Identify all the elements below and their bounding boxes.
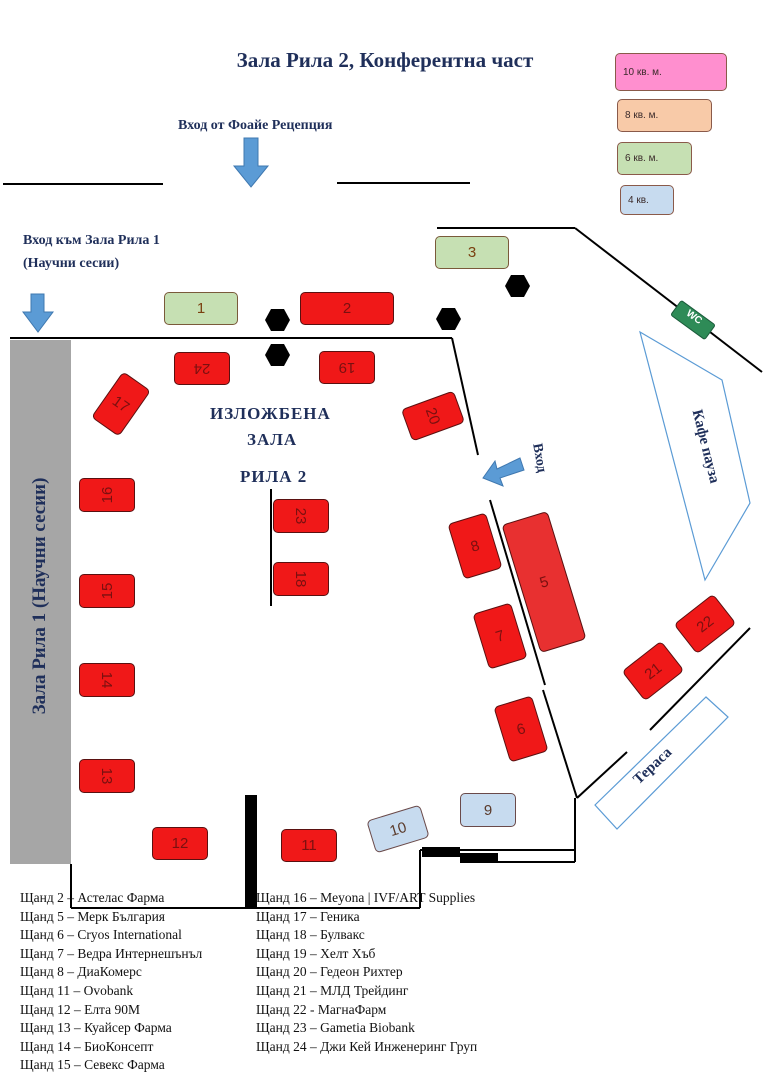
stand-entry: Щанд 15 – Севекс Фарма — [20, 1057, 165, 1073]
stand-list-right: Щанд 16 – Meyona | IVF/ART Supplies Щанд… — [256, 889, 556, 1056]
booth-24[interactable]: 24 — [174, 352, 230, 385]
stand-entry: Щанд 20 – Гедеон Рихтер — [256, 964, 403, 980]
booth-3[interactable]: 3 — [435, 236, 509, 269]
exhibition-hall-label-line1: ИЗЛОЖБЕНА — [210, 404, 331, 423]
booth-9[interactable]: 9 — [460, 793, 516, 827]
booth-1[interactable]: 1 — [164, 292, 238, 325]
stand-entry: Щанд 23 – Gametia Biobank — [256, 1020, 415, 1036]
legend-label: 10 кв. м. — [623, 66, 662, 78]
legend-4sqm: 4 кв. — [620, 185, 674, 215]
stand-entry: Щанд 5 – Мерк България — [20, 908, 166, 924]
stand-entry: Щанд 13 – Куайсер Фарма — [20, 1020, 172, 1036]
legend-6sqm: 6 кв. м. — [617, 142, 692, 175]
stand-entry: Щанд 18 – Булвакс — [256, 927, 365, 943]
stand-entry: Щанд 6 – Cryos International — [20, 927, 182, 943]
booth-18[interactable]: 18 — [273, 562, 329, 596]
booth-11[interactable]: 11 — [281, 829, 337, 862]
stand-entry: Щанд 17 – Геника — [256, 908, 360, 924]
exhibition-hall-label-line3: РИЛА 2 — [240, 467, 308, 486]
legend-label: 4 кв. — [628, 194, 649, 206]
exhibition-hall-label-line2: ЗАЛА — [247, 430, 298, 449]
entrance-hall1-label-line1: Вход към Зала Рила 1 — [23, 233, 160, 248]
booth-15[interactable]: 15 — [79, 574, 135, 608]
stand-entry: Щанд 21 – МЛД Трейдинг — [256, 982, 409, 998]
stand-entry: Щанд 8 – ДиаКомерс — [20, 964, 142, 980]
stand-entry: Щанд 12 – Елта 90М — [20, 1001, 140, 1017]
stand-entry: Щанд 22 - МагнаФарм — [256, 1001, 387, 1017]
stand-entry: Щанд 16 – Meyona | IVF/ART Supplies — [256, 890, 476, 905]
legend-10sqm: 10 кв. м. — [615, 53, 727, 91]
booth-12[interactable]: 12 — [152, 827, 208, 860]
stand-entry: Щанд 14 – БиоКонсепт — [20, 1038, 154, 1054]
hall-rila-1 — [10, 340, 71, 864]
stand-list-left: Щанд 2 – Астелас Фарма Щанд 5 – Мерк Бъл… — [20, 889, 260, 1075]
entrance-reception-label: Вход от Фоайе Рецепция — [178, 118, 333, 133]
stand-entry: Щанд 11 – Ovobank — [20, 982, 134, 998]
booth-2[interactable]: 2 — [300, 292, 394, 325]
legend-label: 8 кв. м. — [625, 110, 659, 121]
stand-entry: Щанд 2 – Астелас Фарма — [20, 890, 165, 905]
booth-23[interactable]: 23 — [273, 499, 329, 533]
entrance-hall1-label-line2: (Научни сесии) — [23, 256, 120, 271]
hall-rila-1-label: Зала Рила 1 (Научни сесии) — [29, 477, 50, 715]
map-title: Зала Рила 2, Конферентна част — [236, 48, 534, 72]
stand-entry: Щанд 7 – Ведра Интернешънъл — [20, 945, 203, 961]
stand-entry: Щанд 19 – Хелт Хъб — [256, 945, 376, 961]
booth-16[interactable]: 16 — [79, 478, 135, 512]
legend-8sqm: 8 кв. м. — [617, 99, 712, 132]
legend-label: 6 кв. м. — [625, 153, 659, 164]
booth-13[interactable]: 13 — [79, 759, 135, 793]
stand-entry: Щанд 24 – Джи Кей Инженеринг Груп — [256, 1038, 478, 1054]
booth-19[interactable]: 19 — [319, 351, 375, 384]
booth-14[interactable]: 14 — [79, 663, 135, 697]
